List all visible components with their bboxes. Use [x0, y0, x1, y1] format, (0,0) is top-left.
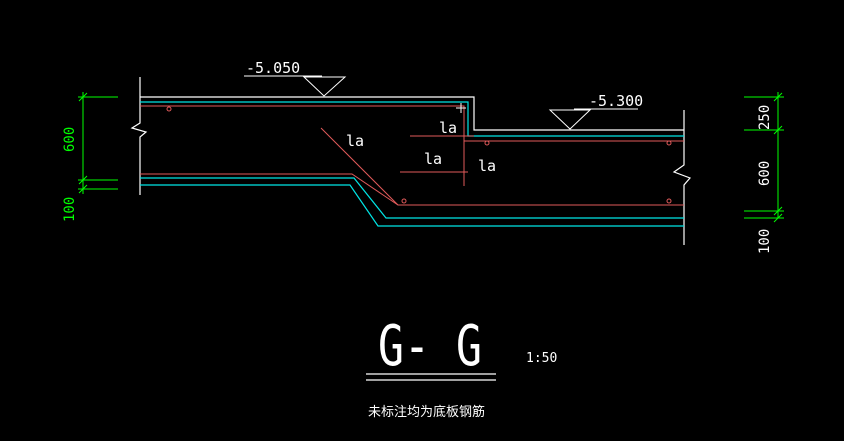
elevation-marker-left: -5.050 — [244, 59, 347, 97]
elevation-marker-right: -5.300 — [548, 92, 643, 130]
lap-label-lower: la — [478, 157, 496, 175]
diagonal-rebar-red — [320, 127, 399, 206]
top-surface-line — [140, 96, 684, 131]
rebar-dot — [401, 198, 407, 204]
dim-right-250: 250 — [757, 105, 773, 130]
bottom-rebar-cyan-lower — [140, 184, 684, 227]
rebar-dot — [666, 140, 672, 146]
slab-outline — [130, 77, 692, 245]
right-edge-break-line — [672, 110, 692, 245]
rebar-dot — [484, 140, 490, 146]
lap-labels: la la la la — [346, 119, 496, 175]
rebar-dot — [666, 198, 672, 204]
top-rebar-cyan — [140, 101, 684, 137]
left-edge-break-line — [130, 77, 148, 195]
bottom-rebar-cyan-upper — [140, 177, 684, 219]
rebar-dot — [166, 106, 172, 112]
rebar-cyan — [140, 101, 684, 227]
elevation-right-label: -5.300 — [589, 92, 643, 110]
title-underline — [366, 373, 496, 381]
rebar-red — [140, 105, 684, 206]
drawing-note: 未标注均为底板钢筋 — [368, 404, 485, 420]
dim-left-100: 100 — [62, 197, 78, 222]
dim-left-600: 600 — [62, 127, 78, 152]
elevation-left-label: -5.050 — [246, 59, 300, 77]
lap-label-top: la — [439, 119, 457, 137]
section-scale: 1:50 — [526, 351, 557, 366]
dim-right-100: 100 — [757, 229, 773, 254]
dim-right-600: 600 — [757, 161, 773, 186]
bottom-rebar-red — [140, 173, 684, 206]
lap-label-middle: la — [424, 150, 442, 168]
left-dimension-chain — [78, 92, 118, 194]
right-dimension-chain — [744, 92, 784, 223]
elevation-triangle-icon — [302, 76, 347, 97]
cross-marker — [456, 103, 466, 113]
section-title: G- G — [378, 314, 482, 379]
elevation-triangle-icon — [548, 109, 592, 130]
lap-label-diagonal: la — [346, 132, 364, 150]
